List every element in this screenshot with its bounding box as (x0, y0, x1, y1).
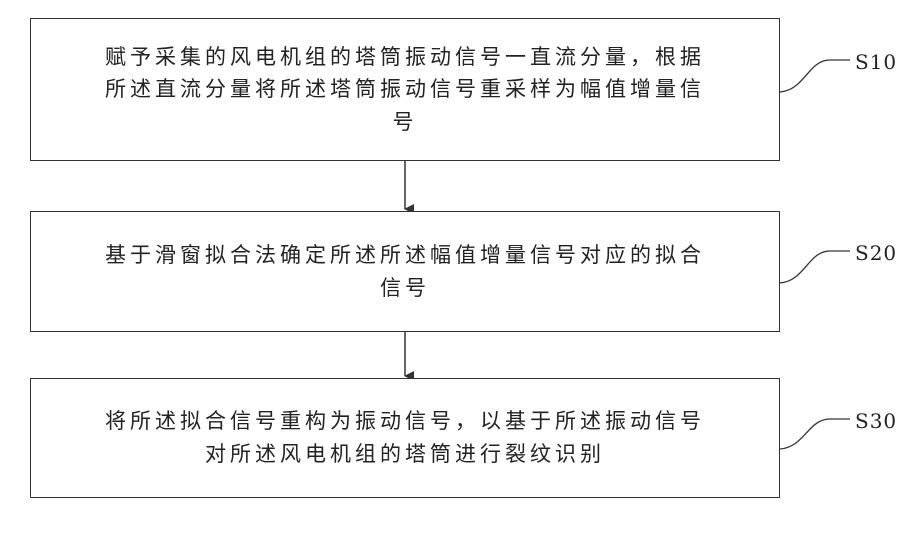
step-label-s20: S20 (855, 241, 897, 265)
leader-line-s10 (780, 60, 850, 92)
step-label-s30: S30 (855, 409, 897, 433)
step-text-s30: 将所述拟合信号重构为振动信号，以基于所述振动信号 对所述风电机组的塔筒进行裂纹识… (60, 405, 750, 470)
step-box-s20: 基于滑窗拟合法确定所述所述幅值增量信号对应的拟合 信号 (30, 211, 780, 332)
step-label-s10: S10 (855, 50, 897, 74)
leader-line-s30 (780, 419, 850, 449)
step-box-s30: 将所述拟合信号重构为振动信号，以基于所述振动信号 对所述风电机组的塔筒进行裂纹识… (30, 378, 780, 498)
step-text-s20: 基于滑窗拟合法确定所述所述幅值增量信号对应的拟合 信号 (60, 239, 750, 304)
step-box-s10: 赋予采集的风电机组的塔筒振动信号一直流分量，根据 所述直流分量将所述塔筒振动信号… (30, 18, 780, 161)
leader-line-s20 (780, 251, 850, 283)
step-text-s10: 赋予采集的风电机组的塔筒振动信号一直流分量，根据 所述直流分量将所述塔筒振动信号… (60, 41, 750, 139)
